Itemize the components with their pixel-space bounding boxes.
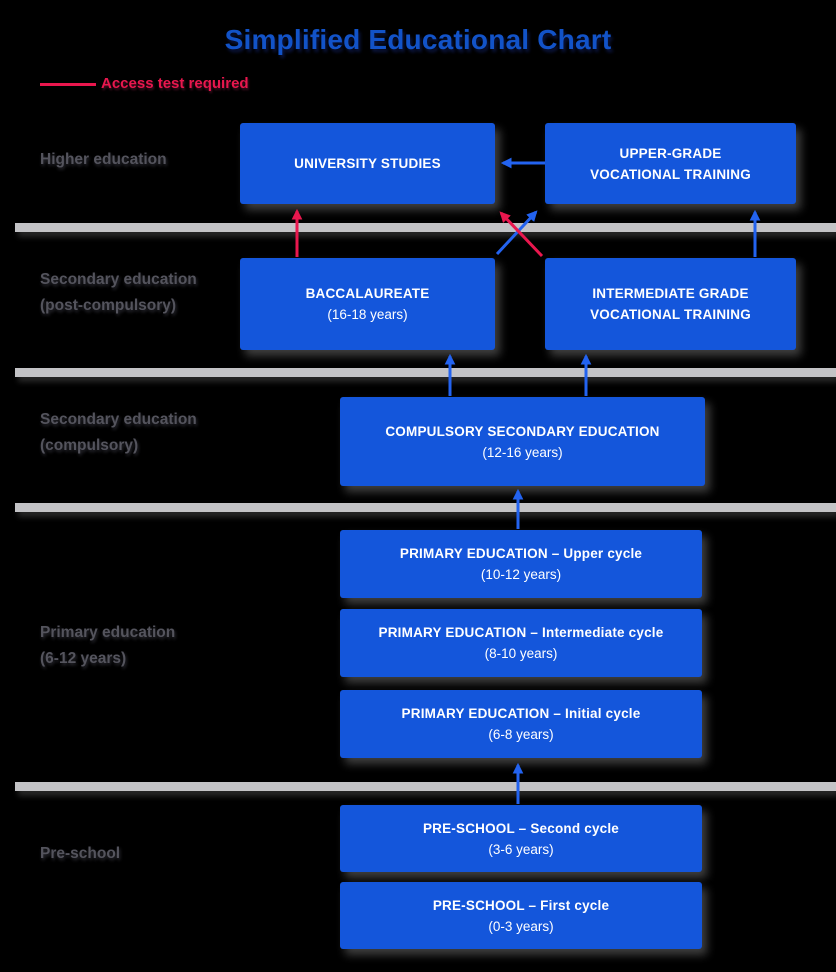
stage-label-line: (compulsory) — [40, 437, 139, 454]
legend-access-test-line — [40, 83, 96, 86]
box-title: PRE-SCHOOL – Second cycle — [422, 820, 620, 836]
arrow-baccalaureate-to-upper-vt — [495, 210, 538, 256]
stage-label-line: Secondary education — [40, 411, 197, 428]
stage-label-line: Higher education — [40, 151, 167, 168]
box-primary-upper-cycle: PRIMARY EDUCATION – Upper cycle (10-12 y… — [340, 530, 702, 598]
box-age-range: (12-16 years) — [482, 444, 563, 460]
box-title: UPPER-GRADE — [619, 145, 722, 161]
box-title: VOCATIONAL TRAINING — [590, 307, 751, 322]
box-title: PRIMARY EDUCATION – Upper cycle — [399, 546, 643, 561]
box-age-range: (8-10 years) — [484, 646, 558, 661]
box-title: INTERMEDIATE GRADE — [592, 286, 749, 301]
stage-divider-band — [15, 223, 836, 232]
stage-label-secondary-post-compulsory: Secondary education (post-compulsory) — [40, 267, 197, 319]
box-preschool-first-cycle: PRE-SCHOOL – First cycle (0-3 years) — [340, 882, 702, 949]
box-title: PRE-SCHOOL – First cycle — [432, 897, 610, 913]
box-age-range: (16-18 years) — [327, 307, 408, 322]
box-age-range: (10-12 years) — [480, 567, 562, 582]
box-upper-grade-vocational-training: UPPER-GRADE VOCATIONAL TRAINING — [545, 123, 796, 204]
stage-label-line: Pre-school — [40, 845, 121, 862]
box-intermediate-grade-vocational-training: INTERMEDIATE GRADE VOCATIONAL TRAINING — [545, 258, 796, 350]
box-title: PRIMARY EDUCATION – Initial cycle — [401, 706, 641, 721]
stage-label-higher-education: Higher education — [40, 147, 167, 173]
stage-label-secondary-compulsory: Secondary education (compulsory) — [40, 407, 197, 459]
box-age-range: (0-3 years) — [488, 918, 554, 934]
box-baccalaureate: BACCALAUREATE (16-18 years) — [240, 258, 495, 350]
stage-label-line: (6-12 years) — [40, 650, 127, 667]
box-title: VOCATIONAL TRAINING — [590, 166, 751, 182]
box-preschool-second-cycle: PRE-SCHOOL – Second cycle (3-6 years) — [340, 805, 702, 872]
stage-label-pre-school: Pre-school — [40, 841, 120, 867]
box-age-range: (6-8 years) — [488, 727, 554, 742]
box-title: BACCALAUREATE — [305, 286, 430, 301]
stage-label-line: Primary education — [40, 624, 176, 641]
box-primary-intermediate-cycle: PRIMARY EDUCATION – Intermediate cycle (… — [340, 609, 702, 677]
stage-divider-band — [15, 368, 836, 377]
box-age-range: (3-6 years) — [488, 841, 554, 857]
stage-divider-band — [15, 782, 836, 791]
stage-label-line: (post-compulsory) — [40, 297, 177, 314]
stage-divider-band — [15, 503, 836, 512]
stage-label-line: Secondary education — [40, 271, 197, 288]
stage-label-primary-education: Primary education (6-12 years) — [40, 620, 175, 672]
box-title: UNIVERSITY STUDIES — [294, 156, 441, 171]
box-title: PRIMARY EDUCATION – Intermediate cycle — [378, 625, 664, 640]
arrow-intermediate-vt-to-university-access-test — [499, 211, 544, 258]
box-university-studies: UNIVERSITY STUDIES — [240, 123, 495, 204]
legend-access-test-label: Access test required — [101, 75, 249, 92]
box-compulsory-secondary-education: COMPULSORY SECONDARY EDUCATION (12-16 ye… — [340, 397, 705, 486]
page-title: Simplified Educational Chart — [224, 24, 612, 55]
box-title: COMPULSORY SECONDARY EDUCATION — [385, 423, 660, 439]
box-primary-initial-cycle: PRIMARY EDUCATION – Initial cycle (6-8 y… — [340, 690, 702, 758]
